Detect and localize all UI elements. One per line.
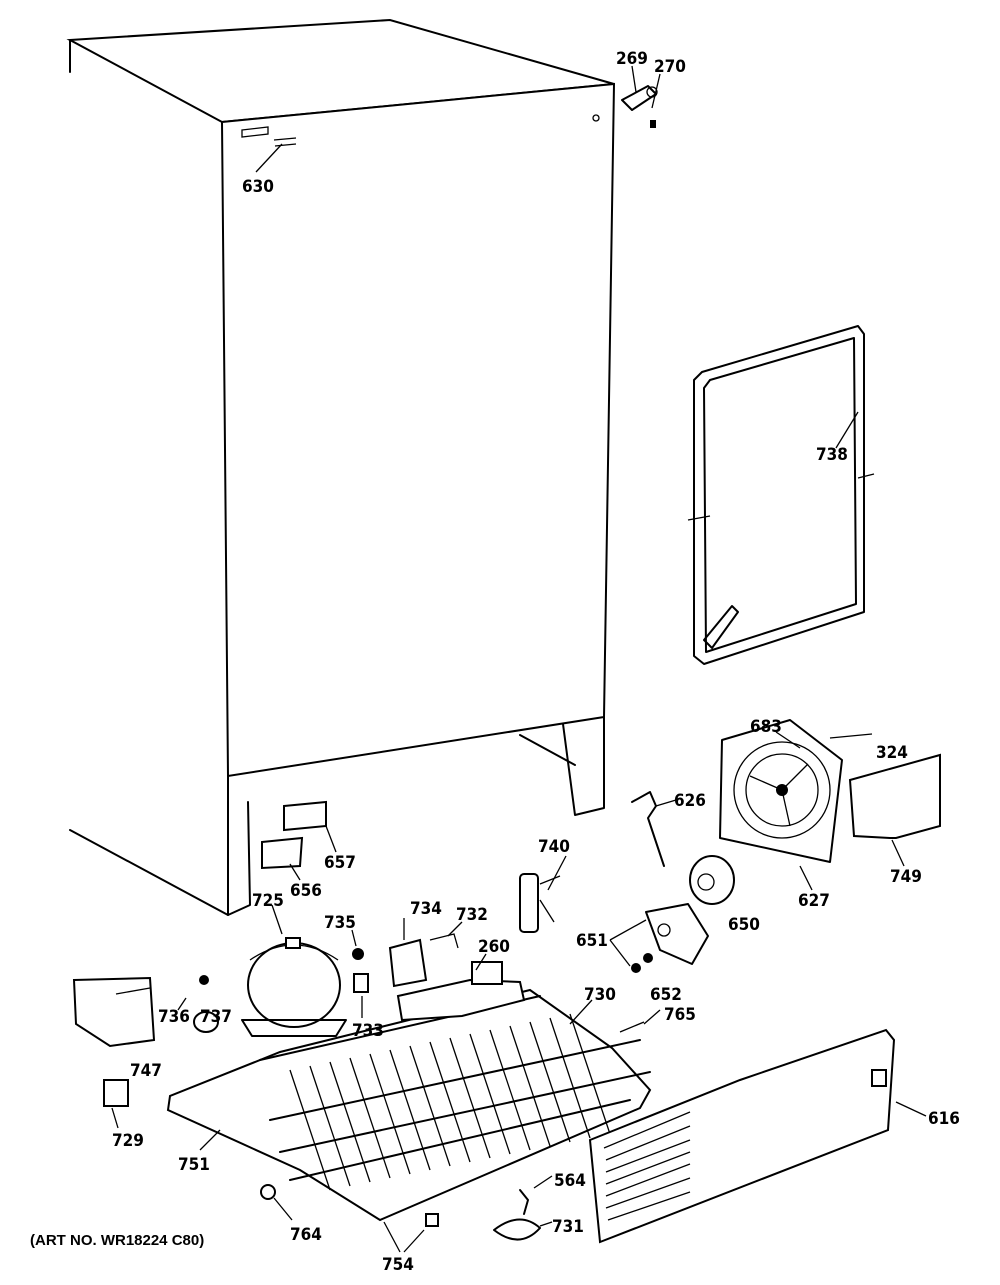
callout-737: 737 xyxy=(200,1007,232,1027)
refrigerator-cabinet xyxy=(66,18,616,916)
art-number: (ART NO. WR18224 C80) xyxy=(30,1232,204,1249)
condenser-base-730 xyxy=(166,953,652,1222)
callout-736: 736 xyxy=(158,1007,190,1027)
callout-751: 751 xyxy=(178,1155,210,1175)
callout-732: 732 xyxy=(456,905,488,925)
callout-749: 749 xyxy=(890,867,922,887)
callout-630: 630 xyxy=(242,177,274,197)
compressor-725 xyxy=(241,904,347,1037)
callout-731: 731 xyxy=(552,1217,584,1237)
thermostat-740 xyxy=(519,855,567,933)
grille-616 xyxy=(588,1028,927,1244)
callout-260: 260 xyxy=(478,937,510,957)
callout-725: 725 xyxy=(252,891,284,911)
callout-765: 765 xyxy=(664,1005,696,1025)
callout-324: 324 xyxy=(876,743,908,763)
callout-735: 735 xyxy=(324,913,356,933)
callout-656: 656 xyxy=(290,881,322,901)
callout-733: 733 xyxy=(352,1021,384,1041)
callout-616: 616 xyxy=(928,1109,960,1129)
callout-764: 764 xyxy=(290,1225,322,1245)
callout-652: 652 xyxy=(650,985,682,1005)
callout-626: 626 xyxy=(674,791,706,811)
fan-shroud-627 xyxy=(719,719,843,891)
panel-749 xyxy=(829,733,941,867)
fan-motor-parts xyxy=(609,791,735,973)
callout-729: 729 xyxy=(112,1131,144,1151)
callout-651: 651 xyxy=(576,931,608,951)
callout-564: 564 xyxy=(554,1171,586,1191)
callout-740: 740 xyxy=(538,837,570,857)
callout-730: 730 xyxy=(584,985,616,1005)
callout-657: 657 xyxy=(324,853,356,873)
callout-734: 734 xyxy=(410,899,442,919)
callout-269: 269 xyxy=(616,49,648,69)
gasket-frame-738 xyxy=(687,325,875,665)
relay-parts xyxy=(351,918,463,1018)
brackets-656-657 xyxy=(261,800,337,881)
callout-747: 747 xyxy=(130,1061,162,1081)
callout-754: 754 xyxy=(382,1255,414,1275)
callout-270: 270 xyxy=(654,57,686,77)
callout-labels: 269 270 630 738 683 324 626 657 656 740 … xyxy=(112,49,960,1275)
fasteners-bottom xyxy=(260,1009,661,1253)
callout-627: 627 xyxy=(798,891,830,911)
hinge-pin-part xyxy=(621,65,661,128)
callout-650: 650 xyxy=(728,915,760,935)
small-parts-left xyxy=(72,975,221,1151)
callout-738: 738 xyxy=(816,445,848,465)
callout-683: 683 xyxy=(750,717,782,737)
